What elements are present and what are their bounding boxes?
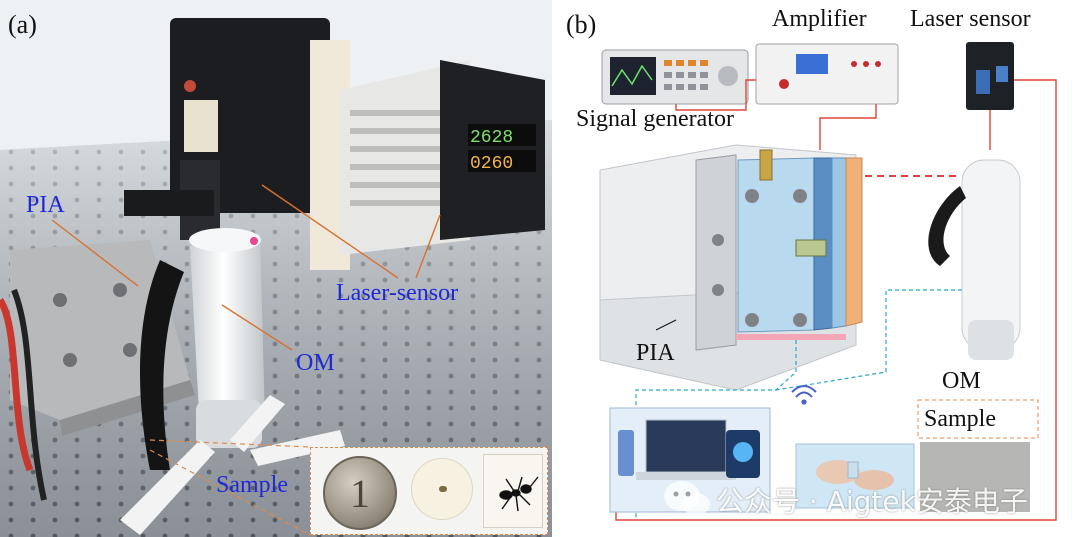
coin-sample: 1 bbox=[323, 456, 397, 530]
disc-speck bbox=[439, 486, 447, 492]
wifi-icon bbox=[791, 385, 817, 398]
pia-label: PIA bbox=[26, 192, 65, 218]
wechat-logo-icon bbox=[664, 481, 710, 515]
sample-label: Sample bbox=[216, 472, 288, 498]
schematic-drawing bbox=[599, 42, 1057, 521]
laser-sensor-label-b: Laser sensor bbox=[910, 6, 1031, 32]
panel-b-letter: (b) bbox=[566, 10, 597, 39]
disc-sample bbox=[411, 458, 473, 520]
amplifier-label: Amplifier bbox=[772, 6, 867, 32]
svg-text:0260: 0260 bbox=[470, 154, 513, 174]
svg-text:2628: 2628 bbox=[470, 128, 513, 148]
coin-numeral: 1 bbox=[350, 471, 370, 516]
watermark: 公众号 · Aigtek安泰电子 bbox=[660, 470, 1080, 530]
watermark-text: 公众号 · Aigtek安泰电子 bbox=[716, 485, 1028, 518]
panel-a-letter: (a) bbox=[8, 10, 37, 39]
panel-b-schematic: (b) Amplifier Laser sensor Signal genera… bbox=[556, 0, 1080, 537]
om-label-b: OM bbox=[942, 368, 981, 394]
sample-insert: 1 bbox=[310, 447, 548, 535]
signal-generator-label: Signal generator bbox=[576, 106, 734, 132]
sample-label-b: Sample bbox=[924, 406, 996, 432]
ant-sample bbox=[483, 454, 543, 528]
setup-photo: 2628 0260 bbox=[0, 0, 552, 537]
laser-sensor-label: Laser-sensor bbox=[336, 280, 459, 306]
om-label: OM bbox=[296, 350, 335, 376]
ant-icon bbox=[499, 476, 539, 512]
pia-label-b: PIA bbox=[636, 340, 675, 366]
panel-a-photo: 2628 0260 bbox=[0, 0, 552, 537]
